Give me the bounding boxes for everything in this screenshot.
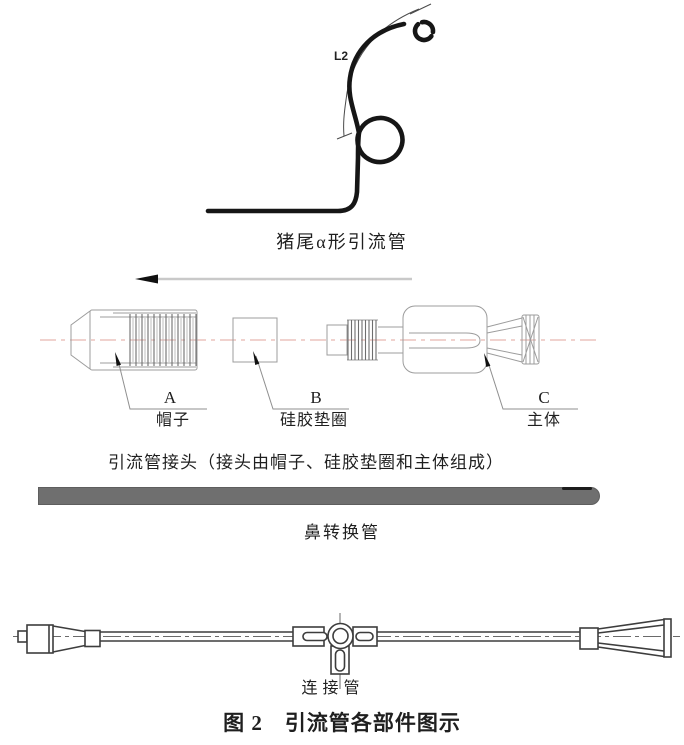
part-c-name: 主体 — [526, 412, 561, 429]
pigtail-drawing — [205, 3, 436, 214]
stopcock-handle-inner — [332, 627, 349, 645]
body-threads — [347, 320, 377, 360]
pigtail-tip-circle — [412, 19, 436, 43]
part-a-name: 帽子 — [155, 412, 190, 429]
nasal-tube-caption: 鼻转换管 — [304, 523, 380, 542]
tube-left — [100, 631, 293, 642]
leader-b — [253, 351, 349, 410]
dimension-tick-top — [409, 3, 432, 15]
dimension-label-l2: L2 — [334, 49, 349, 63]
part-c-letter: C — [538, 388, 550, 407]
joint-caption: 引流管接头（接头由帽子、硅胶垫圈和主体组成） — [108, 453, 504, 472]
pigtail-loop — [355, 115, 405, 165]
leader-c — [484, 353, 578, 410]
part-c-body — [326, 305, 540, 374]
assembly-arrow-head — [135, 274, 158, 284]
left-connector — [17, 624, 101, 654]
pigtail-caption: 猪尾α形引流管 — [276, 232, 408, 252]
nasal-tube-drawing — [38, 487, 600, 505]
connecting-tube-caption: 连接管 — [301, 680, 365, 697]
joint-drawing — [40, 274, 600, 410]
cap-threads — [129, 314, 197, 366]
stopcock — [292, 622, 378, 675]
part-a-letter: A — [163, 388, 177, 407]
dimension-tick-bottom — [336, 132, 353, 140]
tube-right — [377, 631, 580, 642]
part-b-letter: B — [310, 388, 322, 407]
connecting-tube-drawing — [13, 613, 680, 689]
leader-a — [115, 352, 207, 410]
nasal-tube-dark-edge — [562, 487, 592, 490]
part-a-cap — [70, 309, 198, 371]
right-connector — [579, 618, 672, 658]
figure-caption: 图 2 引流管各部件图示 — [223, 711, 461, 735]
part-b-name: 硅胶垫圈 — [279, 412, 348, 429]
